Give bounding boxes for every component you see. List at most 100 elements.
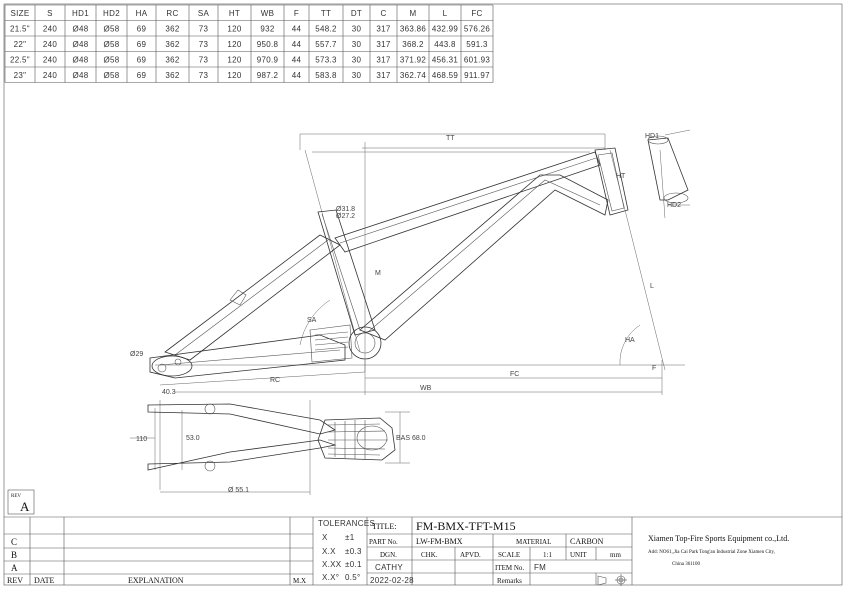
company-name: Xiamen Top-Fire Sports Equipment co.,Ltd…	[648, 534, 789, 543]
spec-header-cell: SA	[198, 9, 210, 18]
title-value: FM-BMX-TFT-M15	[416, 519, 516, 533]
spec-cell: 362	[165, 71, 179, 80]
spec-cell: 362	[165, 25, 179, 34]
spec-cell: 950.8	[257, 40, 279, 49]
rev-box-small: REV	[11, 494, 21, 499]
rear-dropout	[151, 355, 193, 377]
label-rear-spacing: 110	[136, 436, 147, 443]
title-label: TITLE:	[372, 522, 396, 531]
spec-header-cell: SIZE	[11, 9, 30, 18]
label-sa: SA	[307, 317, 317, 324]
spec-cell: Ø58	[103, 40, 119, 49]
spec-cell: 987.2	[257, 71, 279, 80]
spec-header-cell: C	[380, 9, 386, 18]
spec-header-cell: TT	[321, 9, 331, 18]
spec-header-cell: HT	[229, 9, 240, 18]
material-label: MATERIAL	[516, 538, 551, 546]
top-stay-upper	[147, 403, 336, 435]
spec-cell: 69	[137, 40, 147, 49]
part-no-label: PART No.	[369, 538, 398, 546]
spec-header-cell: WB	[261, 9, 275, 18]
tol-key-1: X	[322, 533, 328, 542]
spec-cell: 23"	[14, 71, 27, 80]
tol-val-2: ±0.3	[345, 547, 362, 556]
label-hd2: HD2	[667, 202, 681, 209]
spec-cell: 932	[260, 25, 274, 34]
label-hd1: HD1	[645, 133, 659, 140]
spec-cell: 44	[292, 56, 302, 65]
spec-cell: 73	[199, 25, 209, 34]
head-tube-detail	[647, 129, 691, 206]
spec-cell: 120	[227, 25, 241, 34]
bb-shell-top	[317, 417, 396, 461]
spec-cell: 30	[352, 71, 362, 80]
label-wb: WB	[420, 385, 432, 392]
spec-cell: 240	[43, 56, 57, 65]
apvd-label: APVD.	[460, 551, 481, 559]
spec-cell: 73	[199, 56, 209, 65]
spec-cell: 362	[165, 56, 179, 65]
spec-cell: 73	[199, 40, 209, 49]
spec-cell: 22.5"	[10, 56, 30, 65]
spec-cell: 468.59	[432, 71, 459, 80]
spec-cell: 317	[376, 40, 390, 49]
spec-cell: 21.5"	[10, 25, 30, 34]
label-ht: HT	[616, 173, 626, 180]
rev-letter-c: C	[11, 537, 17, 547]
title-block: REV A C B A REV DATE EXPLANATION M.X TOL…	[4, 489, 842, 586]
scale-label: SCALE	[498, 551, 520, 559]
label-chainstay-width: 53.0	[186, 435, 200, 442]
label-m: M	[375, 270, 381, 277]
spec-cell: 362.74	[400, 71, 427, 80]
chain-stays	[149, 334, 346, 379]
spec-cell: 120	[227, 71, 241, 80]
mx-header: M.X	[293, 577, 306, 585]
spec-header-cell: HD1	[72, 9, 89, 18]
spec-cell: 368.2	[402, 40, 424, 49]
rc-line	[159, 371, 366, 386]
spec-cell: 443.8	[434, 40, 456, 49]
spec-cell: 911.97	[464, 71, 490, 80]
spec-cell: Ø48	[72, 56, 88, 65]
rev-header: REV	[7, 576, 23, 585]
spec-cell: 362	[165, 40, 179, 49]
remarks-label: Remarks	[497, 577, 522, 585]
spec-cell: 44	[292, 71, 302, 80]
label-small-dim: 40.3	[162, 389, 176, 396]
spec-cell: 591.3	[466, 40, 488, 49]
head-tube	[594, 147, 629, 216]
sa-arc	[299, 299, 331, 346]
spec-cell: 69	[137, 56, 147, 65]
tol-key-4: X.X°	[322, 573, 339, 582]
tol-val-4: 0.5°	[345, 573, 361, 582]
rev-box	[7, 489, 35, 515]
date-value: 2022-02-28	[370, 576, 414, 585]
label-fc: FC	[510, 371, 519, 378]
tolerances-label: TOLERANCES	[318, 519, 375, 528]
explanation-header: EXPLANATION	[128, 576, 184, 585]
designer-value: CATHY	[375, 563, 403, 572]
spec-cell: 970.9	[257, 56, 279, 65]
spec-cell: 371.92	[400, 56, 427, 65]
spec-header-cell: RC	[166, 9, 178, 18]
spec-cell: 30	[352, 56, 362, 65]
spec-cell: 30	[352, 40, 362, 49]
spec-cell: 240	[43, 71, 57, 80]
label-l: L	[650, 283, 654, 290]
frame-top-view	[130, 400, 410, 495]
label-overall-width: Ø 55.1	[228, 487, 249, 494]
label-ha: HA	[625, 337, 635, 344]
spec-cell: 22"	[14, 40, 27, 49]
seat-tube	[317, 209, 376, 336]
spec-cell: 363.86	[400, 25, 427, 34]
projection-icon	[597, 575, 607, 586]
tol-key-2: X.X	[322, 547, 336, 556]
spec-cell: 317	[376, 56, 390, 65]
spec-header-cell: HD2	[103, 9, 120, 18]
spec-cell: 317	[376, 71, 390, 80]
unit-label: UNIT	[570, 551, 587, 559]
label-bb-width: BAS 68.0	[396, 435, 426, 442]
spec-cell: Ø48	[72, 40, 88, 49]
address-line-2: China 361100	[672, 562, 701, 567]
